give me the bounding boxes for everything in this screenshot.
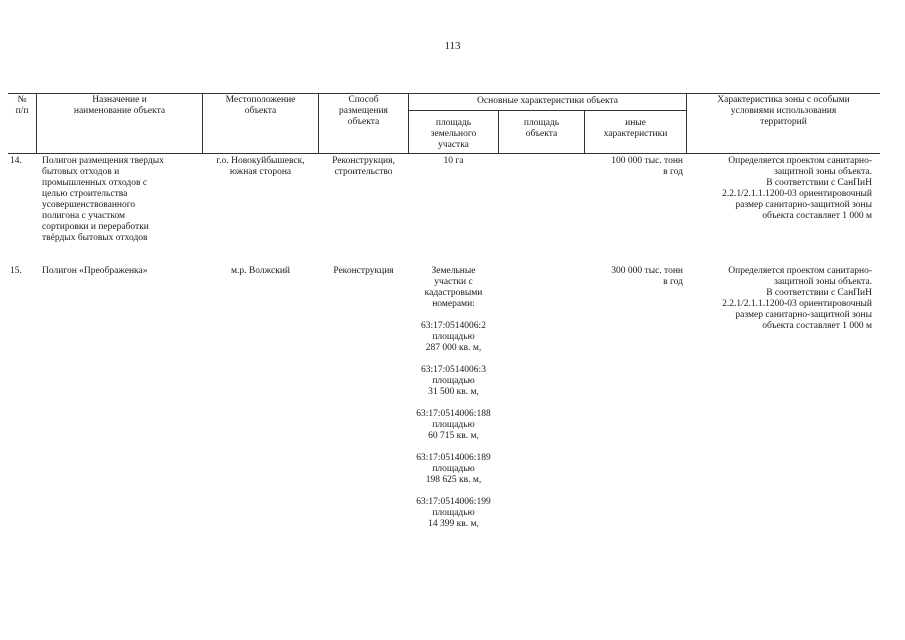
col-divider	[36, 93, 37, 153]
page-number: 113	[444, 40, 461, 52]
row-other-characteristics: 100 000 тыс. тонн в год	[611, 156, 683, 177]
row-zone-characteristics: Определяется проектом санитарно- защитно…	[722, 266, 872, 331]
row-land-area: Земельные участки с кадастровыми номерам…	[416, 266, 491, 529]
header-other-characteristics: иные характеристики	[603, 118, 668, 139]
table-top-border	[8, 93, 880, 94]
row-num: 15.	[10, 266, 22, 276]
header-zone: Характеристика зоны с особыми условиями …	[717, 95, 850, 127]
header-name: Назначение и наименование объекта	[73, 95, 166, 116]
col-divider	[498, 110, 499, 153]
row-zone-characteristics: Определяется проектом санитарно- защитно…	[722, 156, 872, 221]
row-object-name: Полигон «Преображенка»	[42, 266, 148, 276]
col-divider	[686, 93, 687, 153]
row-method: Реконструкция	[333, 266, 394, 276]
col-divider	[584, 110, 585, 153]
header-main-characteristics: Основные характеристики объекта	[477, 96, 618, 106]
row-land-area: 10 га	[443, 156, 464, 166]
row-num: 14.	[10, 156, 22, 166]
header-object-area: площадь объекта	[523, 118, 560, 139]
row-location: г.о. Новокуйбышевск, южная сторона	[216, 156, 305, 177]
header-bottom-border	[8, 153, 880, 154]
row-method: Реконструкция, строительство	[332, 156, 395, 177]
col-divider	[318, 93, 319, 153]
row-other-characteristics: 300 000 тыс. тонн в год	[611, 266, 683, 287]
header-land-area: площадь земельного участка	[430, 118, 477, 150]
row-location: м.р. Волжский	[231, 266, 290, 276]
col-divider	[202, 93, 203, 153]
subheader-divider	[408, 110, 686, 111]
header-location: Местоположение объекта	[225, 95, 296, 116]
row-object-name: Полигон размещения твердых бытовых отход…	[42, 156, 164, 243]
col-divider	[408, 93, 409, 153]
header-num: № п/п	[15, 95, 29, 116]
header-method: Способ размещения объекта	[339, 95, 388, 127]
